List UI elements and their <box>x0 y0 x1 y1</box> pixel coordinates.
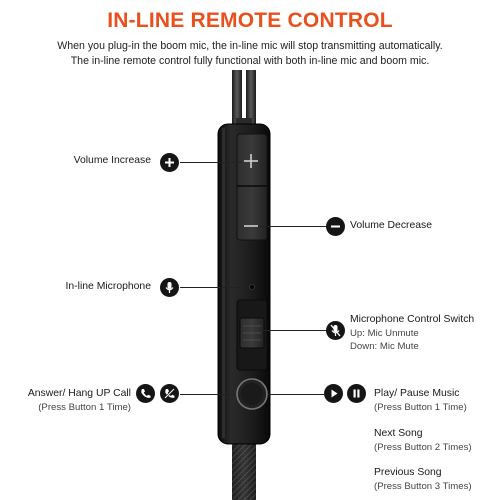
label-volume-decrease: Volume Decrease <box>350 220 433 231</box>
connector-volume-decrease <box>258 226 326 227</box>
subtitle-line-2: The in-line remote control fully functio… <box>70 55 430 67</box>
subtitle-line-1: When you plug-in the boom mic, the in-li… <box>57 40 443 52</box>
label-volume-increase: Volume Increase <box>73 155 151 166</box>
label-next-song: Next Song <box>374 428 423 439</box>
label-answer-call-note: (Press Button 1 Time) <box>38 402 131 413</box>
connector-play-pause <box>268 394 324 395</box>
hang-up-icon <box>160 384 179 403</box>
label-mic-switch-up: Up: Mic Unmute <box>350 328 419 339</box>
connector-mic-switch <box>262 330 326 331</box>
connector-volume-increase <box>180 162 242 163</box>
top-cables <box>232 70 256 128</box>
mic-mute-icon <box>326 321 345 340</box>
label-inline-microphone: In-line Microphone <box>65 281 151 292</box>
label-mic-switch-down: Down: Mic Mute <box>350 341 419 352</box>
phone-icon <box>136 384 155 403</box>
minus-icon <box>326 217 345 236</box>
label-mic-switch-title: Microphone Control Switch <box>350 314 475 325</box>
play-icon <box>324 384 343 403</box>
plus-icon <box>160 153 179 172</box>
connector-microphone <box>180 287 242 288</box>
label-next-song-note: (Press Button 2 Times) <box>374 442 472 453</box>
volume-rocker <box>236 133 268 241</box>
connector-answer-call <box>180 394 235 395</box>
label-previous-song-note: (Press Button 3 Times) <box>374 481 472 492</box>
label-previous-song: Previous Song <box>374 467 442 478</box>
pause-icon <box>347 384 366 403</box>
label-answer-call: Answer/ Hang UP Call <box>27 388 131 399</box>
page-title: IN-LINE REMOTE CONTROL <box>107 9 393 32</box>
bottom-cable <box>232 440 256 500</box>
label-play-pause: Play/ Pause Music <box>374 388 460 399</box>
microphone-icon <box>160 278 179 297</box>
mic-hole <box>249 284 255 290</box>
label-play-pause-note: (Press Button 1 Time) <box>374 402 467 413</box>
